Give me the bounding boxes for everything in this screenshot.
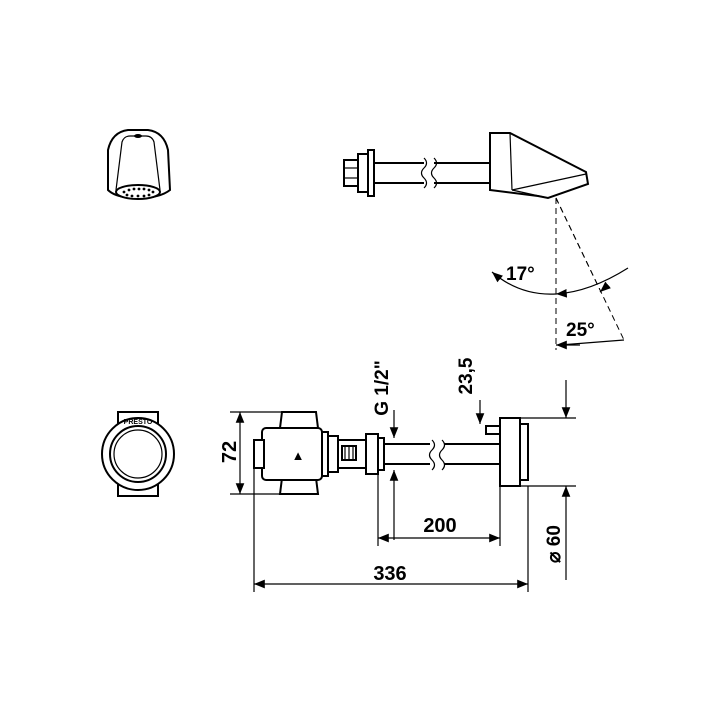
dimension-lines: [230, 380, 576, 592]
spray-head-view: [107, 129, 172, 200]
brand-mark: PRESTO: [124, 419, 153, 426]
dimension-height: 72: [219, 441, 241, 463]
front-view-ring: [101, 411, 175, 497]
dimension-pipe-length: 200: [423, 515, 456, 537]
dimension-diameter: ⌀ 60: [544, 525, 565, 563]
dimension-thread: G 1/2": [372, 360, 393, 415]
spout-side-view: [343, 132, 629, 350]
dimension-offset: 23,5: [456, 357, 477, 394]
diameter-value: 60: [544, 525, 565, 546]
valve-body: [253, 411, 529, 495]
valve-arrow-symbol: ▲: [292, 448, 305, 463]
diameter-symbol: ⌀: [544, 551, 565, 563]
dimension-overall-length: 336: [373, 563, 406, 585]
angle-label-25: 25°: [566, 320, 595, 341]
angle-label-17: 17°: [506, 264, 535, 285]
